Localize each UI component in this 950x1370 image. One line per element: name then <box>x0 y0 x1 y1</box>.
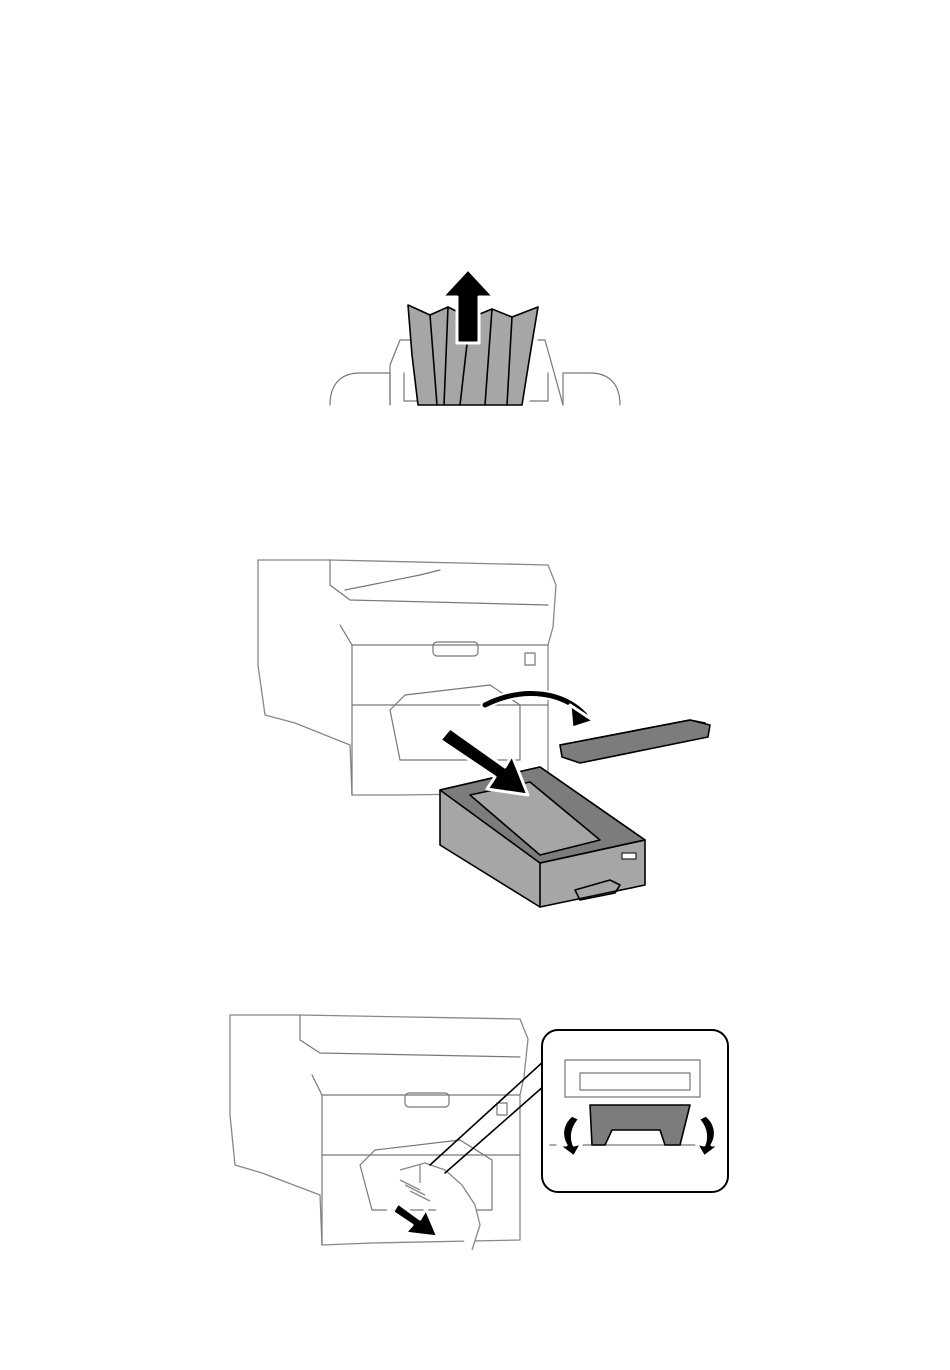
feeder-left-guide <box>390 340 410 405</box>
feeder-right-guide <box>538 340 563 405</box>
figure-remove-jammed-paper <box>0 255 950 415</box>
lever-illustration <box>0 1005 950 1265</box>
feeder-right-slot <box>530 373 548 401</box>
cassette-label <box>622 853 636 859</box>
cassette-cover <box>560 720 710 763</box>
figure-remove-paper-cassette <box>0 545 950 925</box>
printer-right-shoulder <box>563 373 620 405</box>
jammed-paper-illustration <box>0 255 950 415</box>
figure-pull-lever-inset <box>0 1005 950 1265</box>
paper-cassette-illustration <box>0 545 950 925</box>
printer-left-shoulder <box>330 373 390 405</box>
